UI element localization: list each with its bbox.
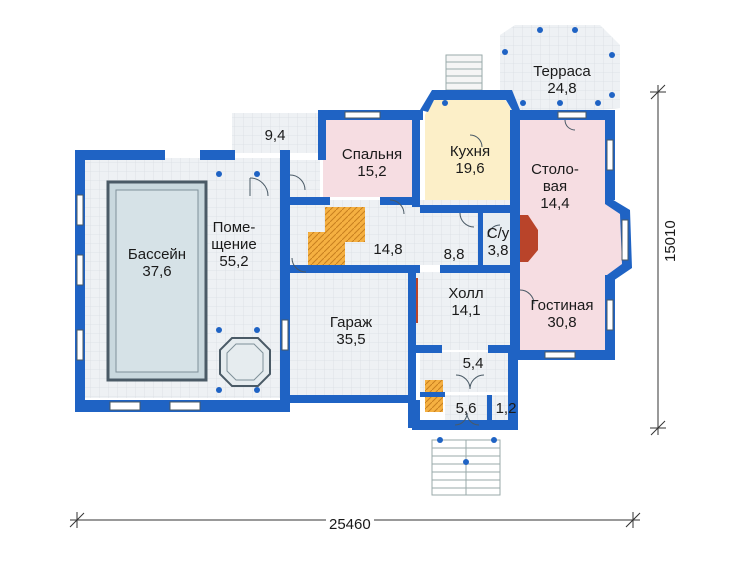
corridor-upper: [290, 160, 320, 200]
dimension-depth-line: [650, 84, 666, 436]
room-name: Гостиная: [530, 297, 594, 314]
room-label-stair-hall: 14,8: [366, 241, 410, 258]
dimension-width-label: 25460: [326, 516, 374, 533]
terrace-floor: [500, 25, 620, 110]
room-label-5-4: 5,4: [448, 355, 498, 372]
room-name: Спальня: [341, 146, 403, 163]
room-name-line2: щение: [211, 236, 257, 253]
room-name: С/у: [486, 225, 510, 242]
room-area: 14,8: [373, 241, 403, 258]
room-label-garage: Гараж 35,5: [306, 314, 396, 348]
room-area: 8,8: [443, 246, 465, 263]
room-label-5-6: 5,6: [445, 400, 487, 417]
room-area: 30,8: [547, 314, 577, 331]
room-area: 14,1: [451, 302, 481, 319]
room-label-dining: Столо- вая 14,4: [520, 161, 590, 212]
room-name-line2: вая: [542, 178, 568, 195]
room-name: Кухня: [449, 143, 491, 160]
room-label-kitchen: Кухня 19,6: [430, 143, 510, 177]
room-name: Терраса: [533, 63, 591, 80]
room-area: 37,6: [142, 263, 172, 280]
room-name-line1: Столо-: [531, 161, 579, 178]
pool-water: [115, 189, 199, 373]
room-area: 1,2: [495, 400, 517, 417]
room-area: 5,6: [455, 400, 477, 417]
room-area: 19,6: [455, 160, 485, 177]
fireplace-icon: [515, 215, 538, 262]
room-area: 35,5: [336, 331, 366, 348]
jacuzzi: [219, 337, 271, 387]
doors: [249, 119, 576, 426]
wc-floor: [482, 213, 512, 268]
staircase: [308, 207, 365, 265]
living-floor: [520, 120, 625, 350]
windows: [76, 111, 629, 411]
garage-floor: [290, 272, 412, 400]
room-label-living: Гостиная 30,8: [514, 297, 610, 331]
room-area: 9,4: [264, 127, 286, 144]
hall-floor: [415, 272, 515, 350]
room-1-2-floor: [490, 395, 510, 420]
room-area: 5,4: [462, 355, 484, 372]
room-label-bedroom: Спальня 15,2: [328, 146, 416, 180]
room-9-4-floor: [232, 113, 320, 153]
room-label-hall: Холл 14,1: [426, 285, 506, 319]
room-label-9-4: 9,4: [250, 127, 300, 144]
dimension-depth-label: 15010: [662, 220, 679, 262]
room-label-1-2: 1,2: [490, 400, 522, 417]
bedroom-floor: [323, 120, 418, 197]
room-name: Гараж: [329, 314, 373, 331]
room-area: 24,8: [547, 80, 577, 97]
room-label-corridor: 8,8: [432, 246, 476, 263]
room-label-pool: Бассейн 37,6: [110, 246, 204, 280]
room-name: Холл: [448, 285, 484, 302]
jacuzzi-inner: [226, 343, 264, 381]
room-label-terrace: Терраса 24,8: [519, 63, 605, 97]
kitchen-floor: [425, 100, 515, 205]
room-area: 14,4: [540, 195, 570, 212]
room-name-line1: Поме-: [212, 219, 256, 236]
room-name: Бассейн: [127, 246, 187, 263]
room-area: 15,2: [357, 163, 387, 180]
columns: [216, 27, 615, 465]
room-label-pool-room: Поме- щение 55,2: [196, 219, 272, 270]
room-area: 3,8: [487, 242, 509, 259]
room-label-wc: С/у 3,8: [478, 225, 518, 259]
room-area: 55,2: [219, 253, 249, 270]
